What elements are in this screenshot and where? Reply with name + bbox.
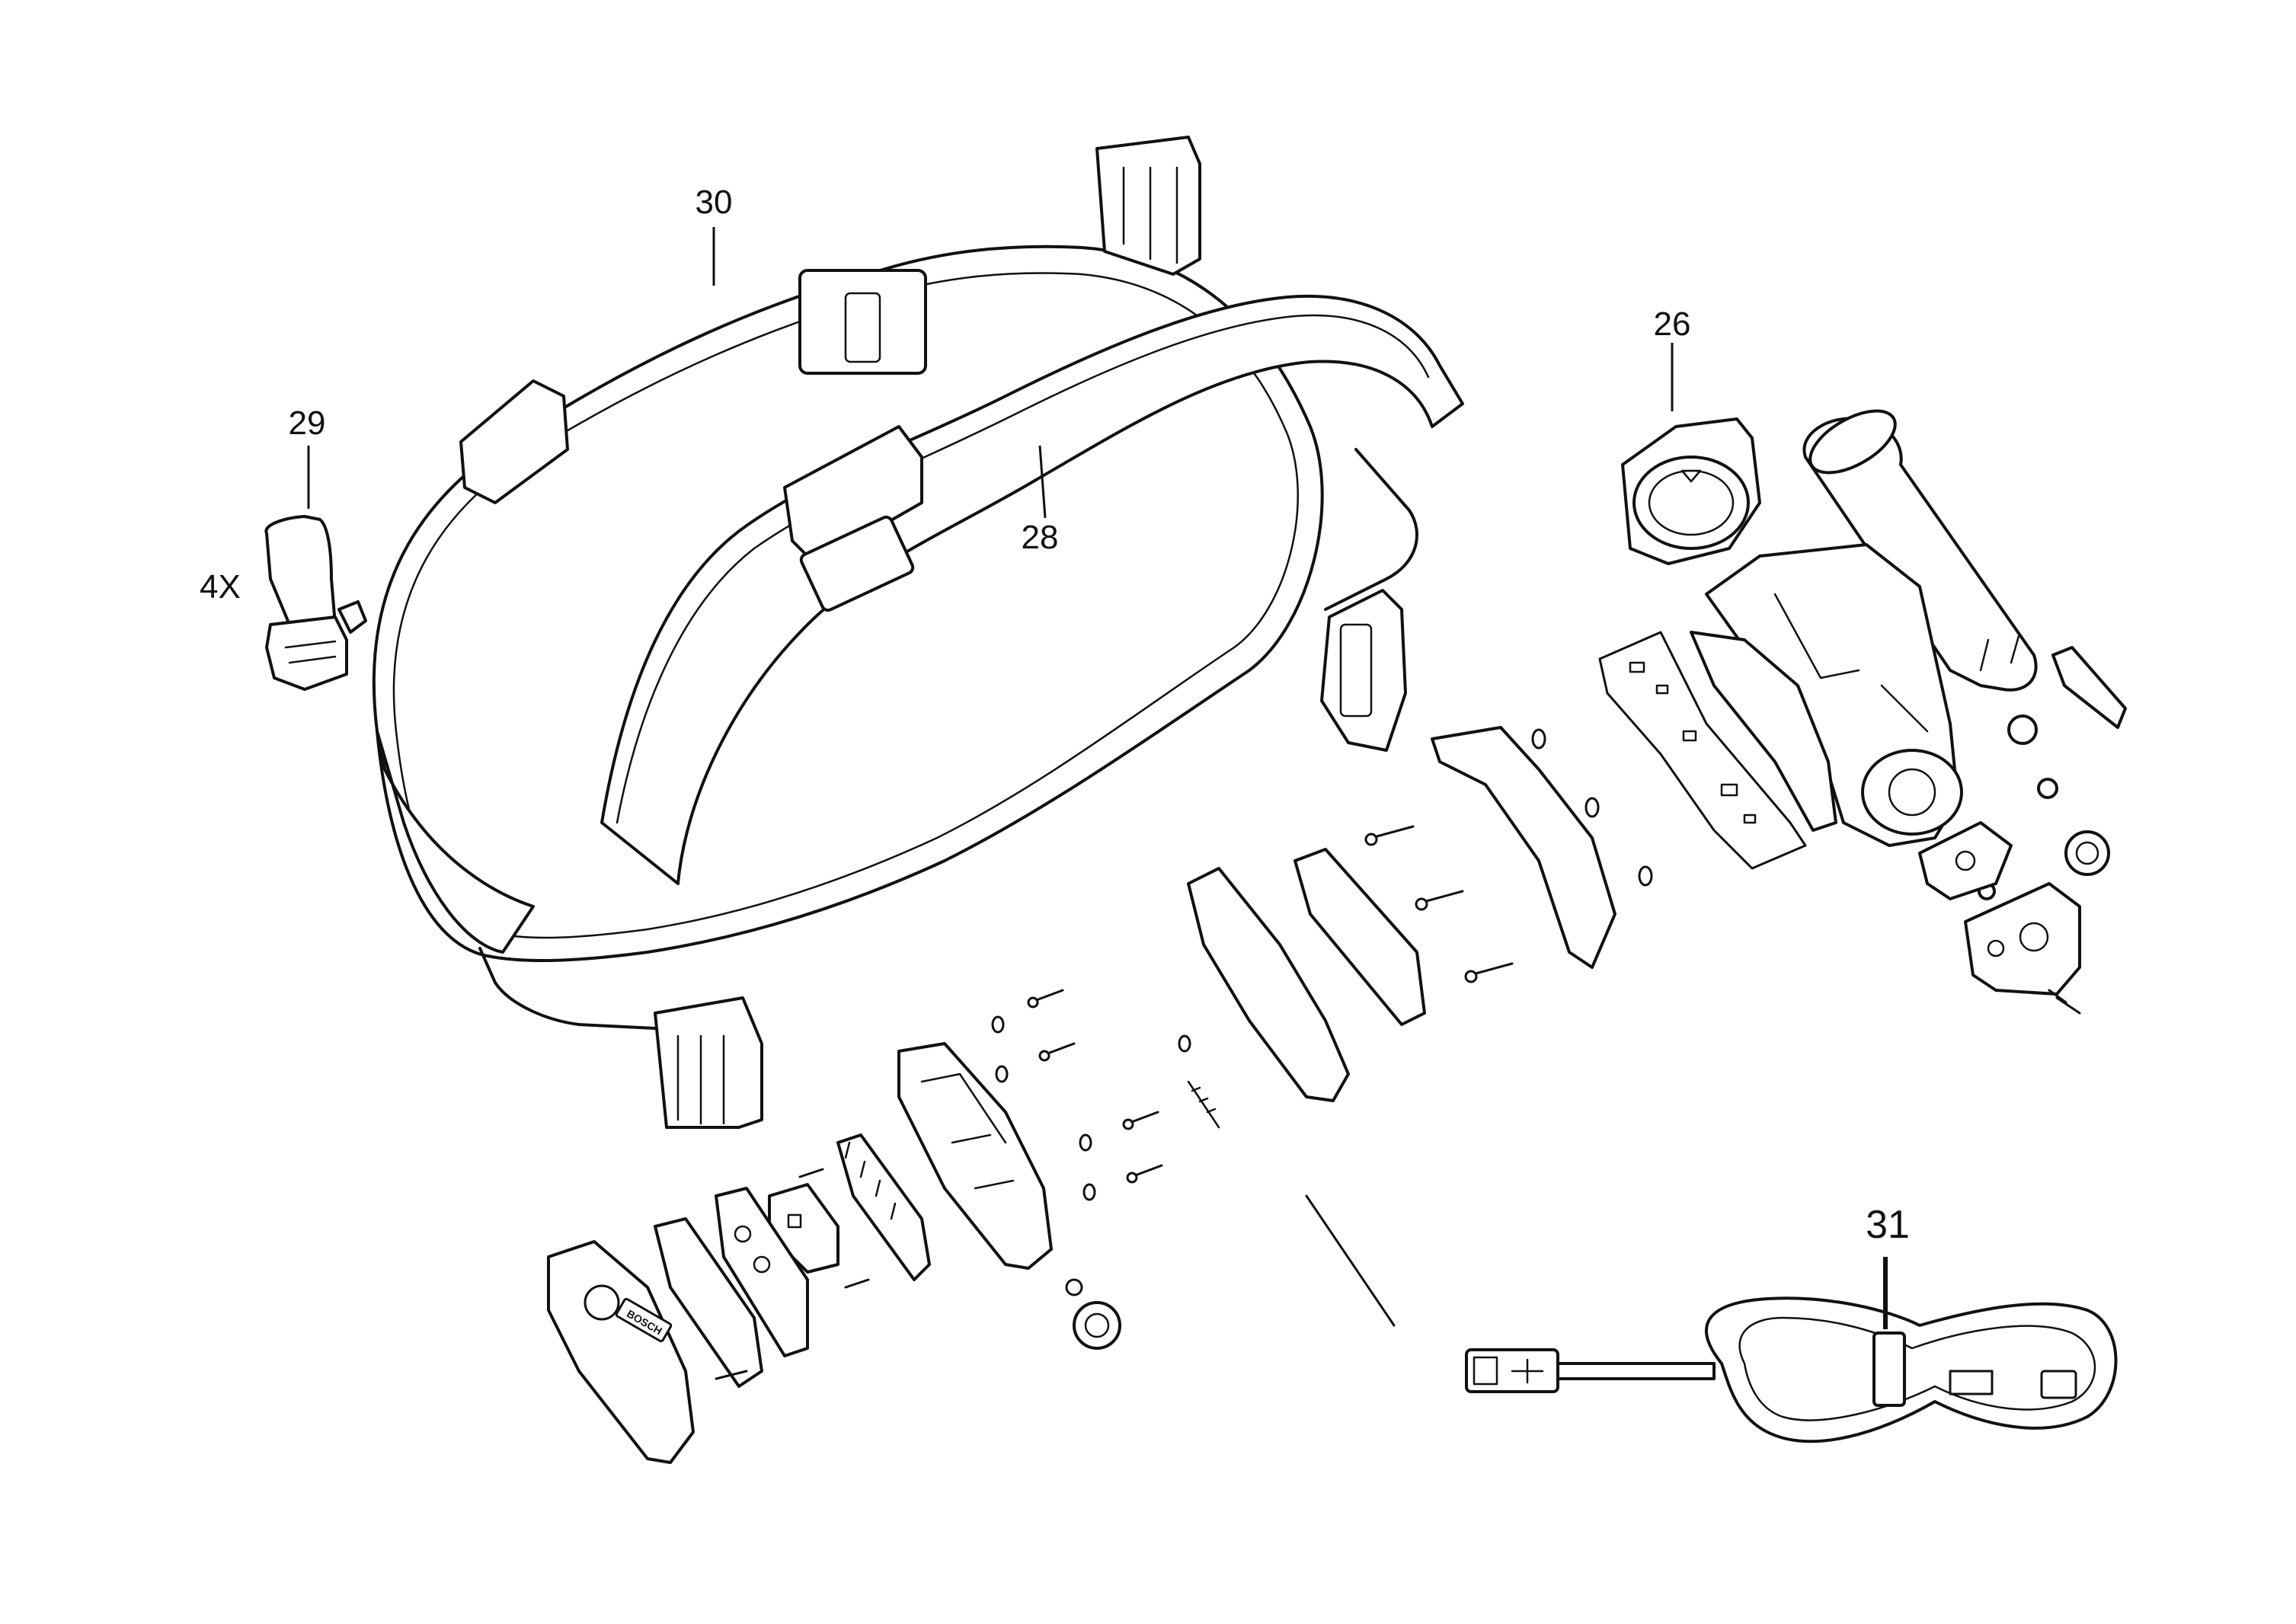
control-housing <box>897 1042 1053 1270</box>
screw-set-middle <box>1364 825 1514 983</box>
callout-26: 26 <box>1654 305 1691 343</box>
rod <box>1305 1194 1396 1327</box>
top-strap-part-28 <box>600 295 1464 885</box>
cable-gland <box>1065 1278 1121 1350</box>
small-screw-right <box>2048 989 2081 1015</box>
control-cover-with-logo: BOSCH <box>547 1240 695 1464</box>
flat-gasket <box>1293 848 1426 1026</box>
callout-31: 31 <box>1866 1203 1910 1247</box>
button-frame <box>715 1187 809 1357</box>
circuit-board <box>1598 631 1807 870</box>
curved-seal <box>1431 726 1616 969</box>
callout-29-quantity: 4X <box>200 568 241 606</box>
end-cap <box>1964 882 2081 996</box>
callout-28: 28 <box>1022 519 1059 556</box>
spring <box>1187 1080 1220 1129</box>
nut-set-lower <box>991 1015 1191 1201</box>
callout-30: 30 <box>696 184 733 221</box>
mount-bracket <box>1918 821 2013 900</box>
clip-part-29 <box>264 515 367 691</box>
switch-bracket <box>654 1217 763 1388</box>
o-ring <box>1978 714 2058 900</box>
usb-cable-part-31 <box>1465 1296 2118 1443</box>
heat-sink <box>836 1133 931 1281</box>
battery-cylinder <box>1802 409 2038 692</box>
grommet <box>2064 830 2110 876</box>
callout-leaders <box>307 227 1888 1329</box>
lens-cover <box>1187 867 1350 1102</box>
end-plate <box>2051 646 2127 729</box>
screw-set-lower <box>715 989 1163 1380</box>
nut-set-middle <box>1531 728 1653 887</box>
lamp-body-housing <box>1690 543 1963 847</box>
lamp-cap-part-26 <box>1621 417 1761 565</box>
callout-29: 29 <box>289 404 326 442</box>
